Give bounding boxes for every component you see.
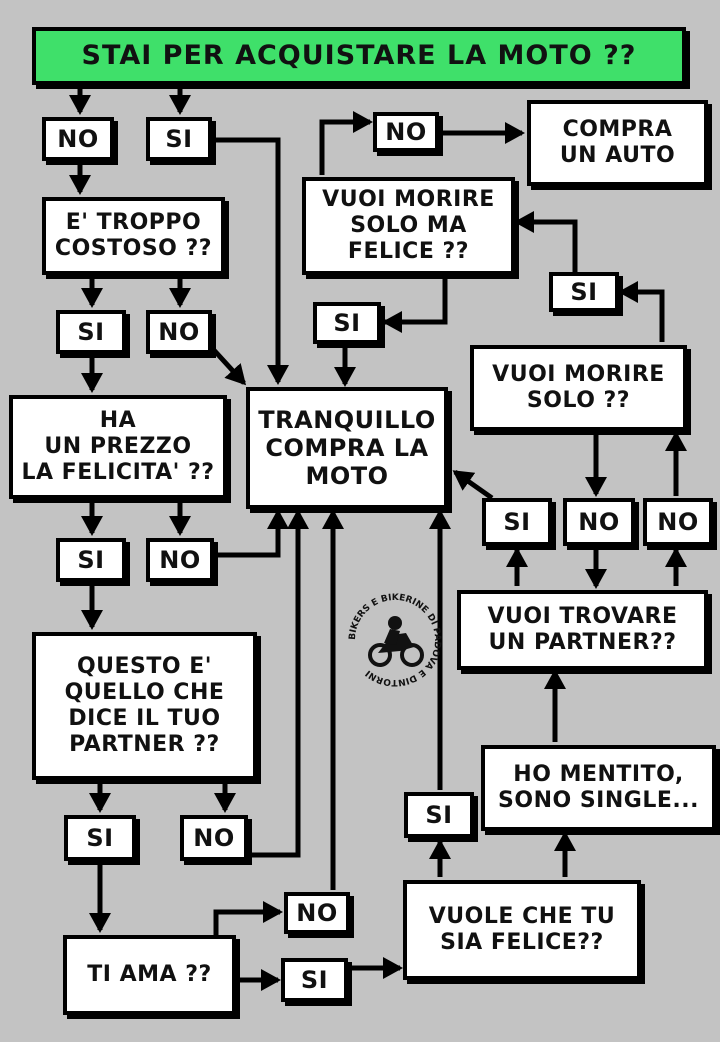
arrow-tiama-no xyxy=(213,901,283,935)
arrow-morire-solo-si xyxy=(618,281,665,342)
arrow-felice-no xyxy=(319,111,373,175)
title-box: STAI PER ACQUISTARE LA MOTO ?? xyxy=(32,27,686,85)
solo-si-box: SI xyxy=(549,272,619,312)
arrow-costoso-no-tranquillo xyxy=(210,346,247,386)
felice-morire-no-box: NO xyxy=(373,112,439,152)
tranquillo-box: TRANQUILLO COMPRA LA MOTO xyxy=(246,387,448,509)
vuole-felice-box: VUOLE CHE TU SIA FELICE?? xyxy=(403,880,641,980)
ti-ama-box: TI AMA ?? xyxy=(63,935,236,1015)
felice-si-box: SI xyxy=(404,792,474,838)
mentito-box: HO MENTITO, SONO SINGLE... xyxy=(481,745,716,831)
felicita-no-box: NO xyxy=(146,538,214,582)
club-logo: BIKERS E BIKERINE DI PADOVA E DINTORNI xyxy=(348,593,442,687)
top-si-box: SI xyxy=(146,117,212,161)
arrow-solo-si-felice xyxy=(514,211,578,272)
trovare-si-box: SI xyxy=(482,498,552,546)
arrow-trovare-si-tranquillo xyxy=(452,469,494,501)
ama-si-box: SI xyxy=(281,958,348,1002)
arrow-si-tranquillo xyxy=(214,137,289,385)
trovare-no-box: NO xyxy=(563,498,635,546)
troppo-costoso-box: E' TROPPO COSTOSO ?? xyxy=(42,197,225,275)
arrow-felicita-no-tranquillo xyxy=(215,509,289,558)
morire-felice-box: VUOI MORIRE SOLO MA FELICE ?? xyxy=(302,177,515,275)
felice-morire-si-box: SI xyxy=(313,302,381,344)
right-no-box: NO xyxy=(643,498,713,546)
ama-no-box: NO xyxy=(284,892,350,934)
partner-dice-box: QUESTO E' QUELLO CHE DICE IL TUO PARTNER… xyxy=(32,632,257,780)
arrow-partner-no-tranquillo xyxy=(250,509,309,858)
costoso-si-box: SI xyxy=(56,310,126,354)
partner-si-box: SI xyxy=(64,815,136,861)
felicita-box: HA UN PREZZO LA FELICITA' ?? xyxy=(9,395,227,499)
arrow-felice-si xyxy=(382,278,448,333)
partner-no-box: NO xyxy=(180,815,248,861)
compra-auto-box: COMPRA UN AUTO xyxy=(527,100,708,186)
top-no-box: NO xyxy=(42,117,114,161)
trovare-partner-box: VUOI TROVARE UN PARTNER?? xyxy=(457,590,708,670)
felicita-si-box: SI xyxy=(56,538,126,582)
costoso-no-box: NO xyxy=(146,310,212,354)
morire-solo-box: VUOI MORIRE SOLO ?? xyxy=(470,345,687,431)
motorcycle-rider-icon xyxy=(368,616,424,667)
